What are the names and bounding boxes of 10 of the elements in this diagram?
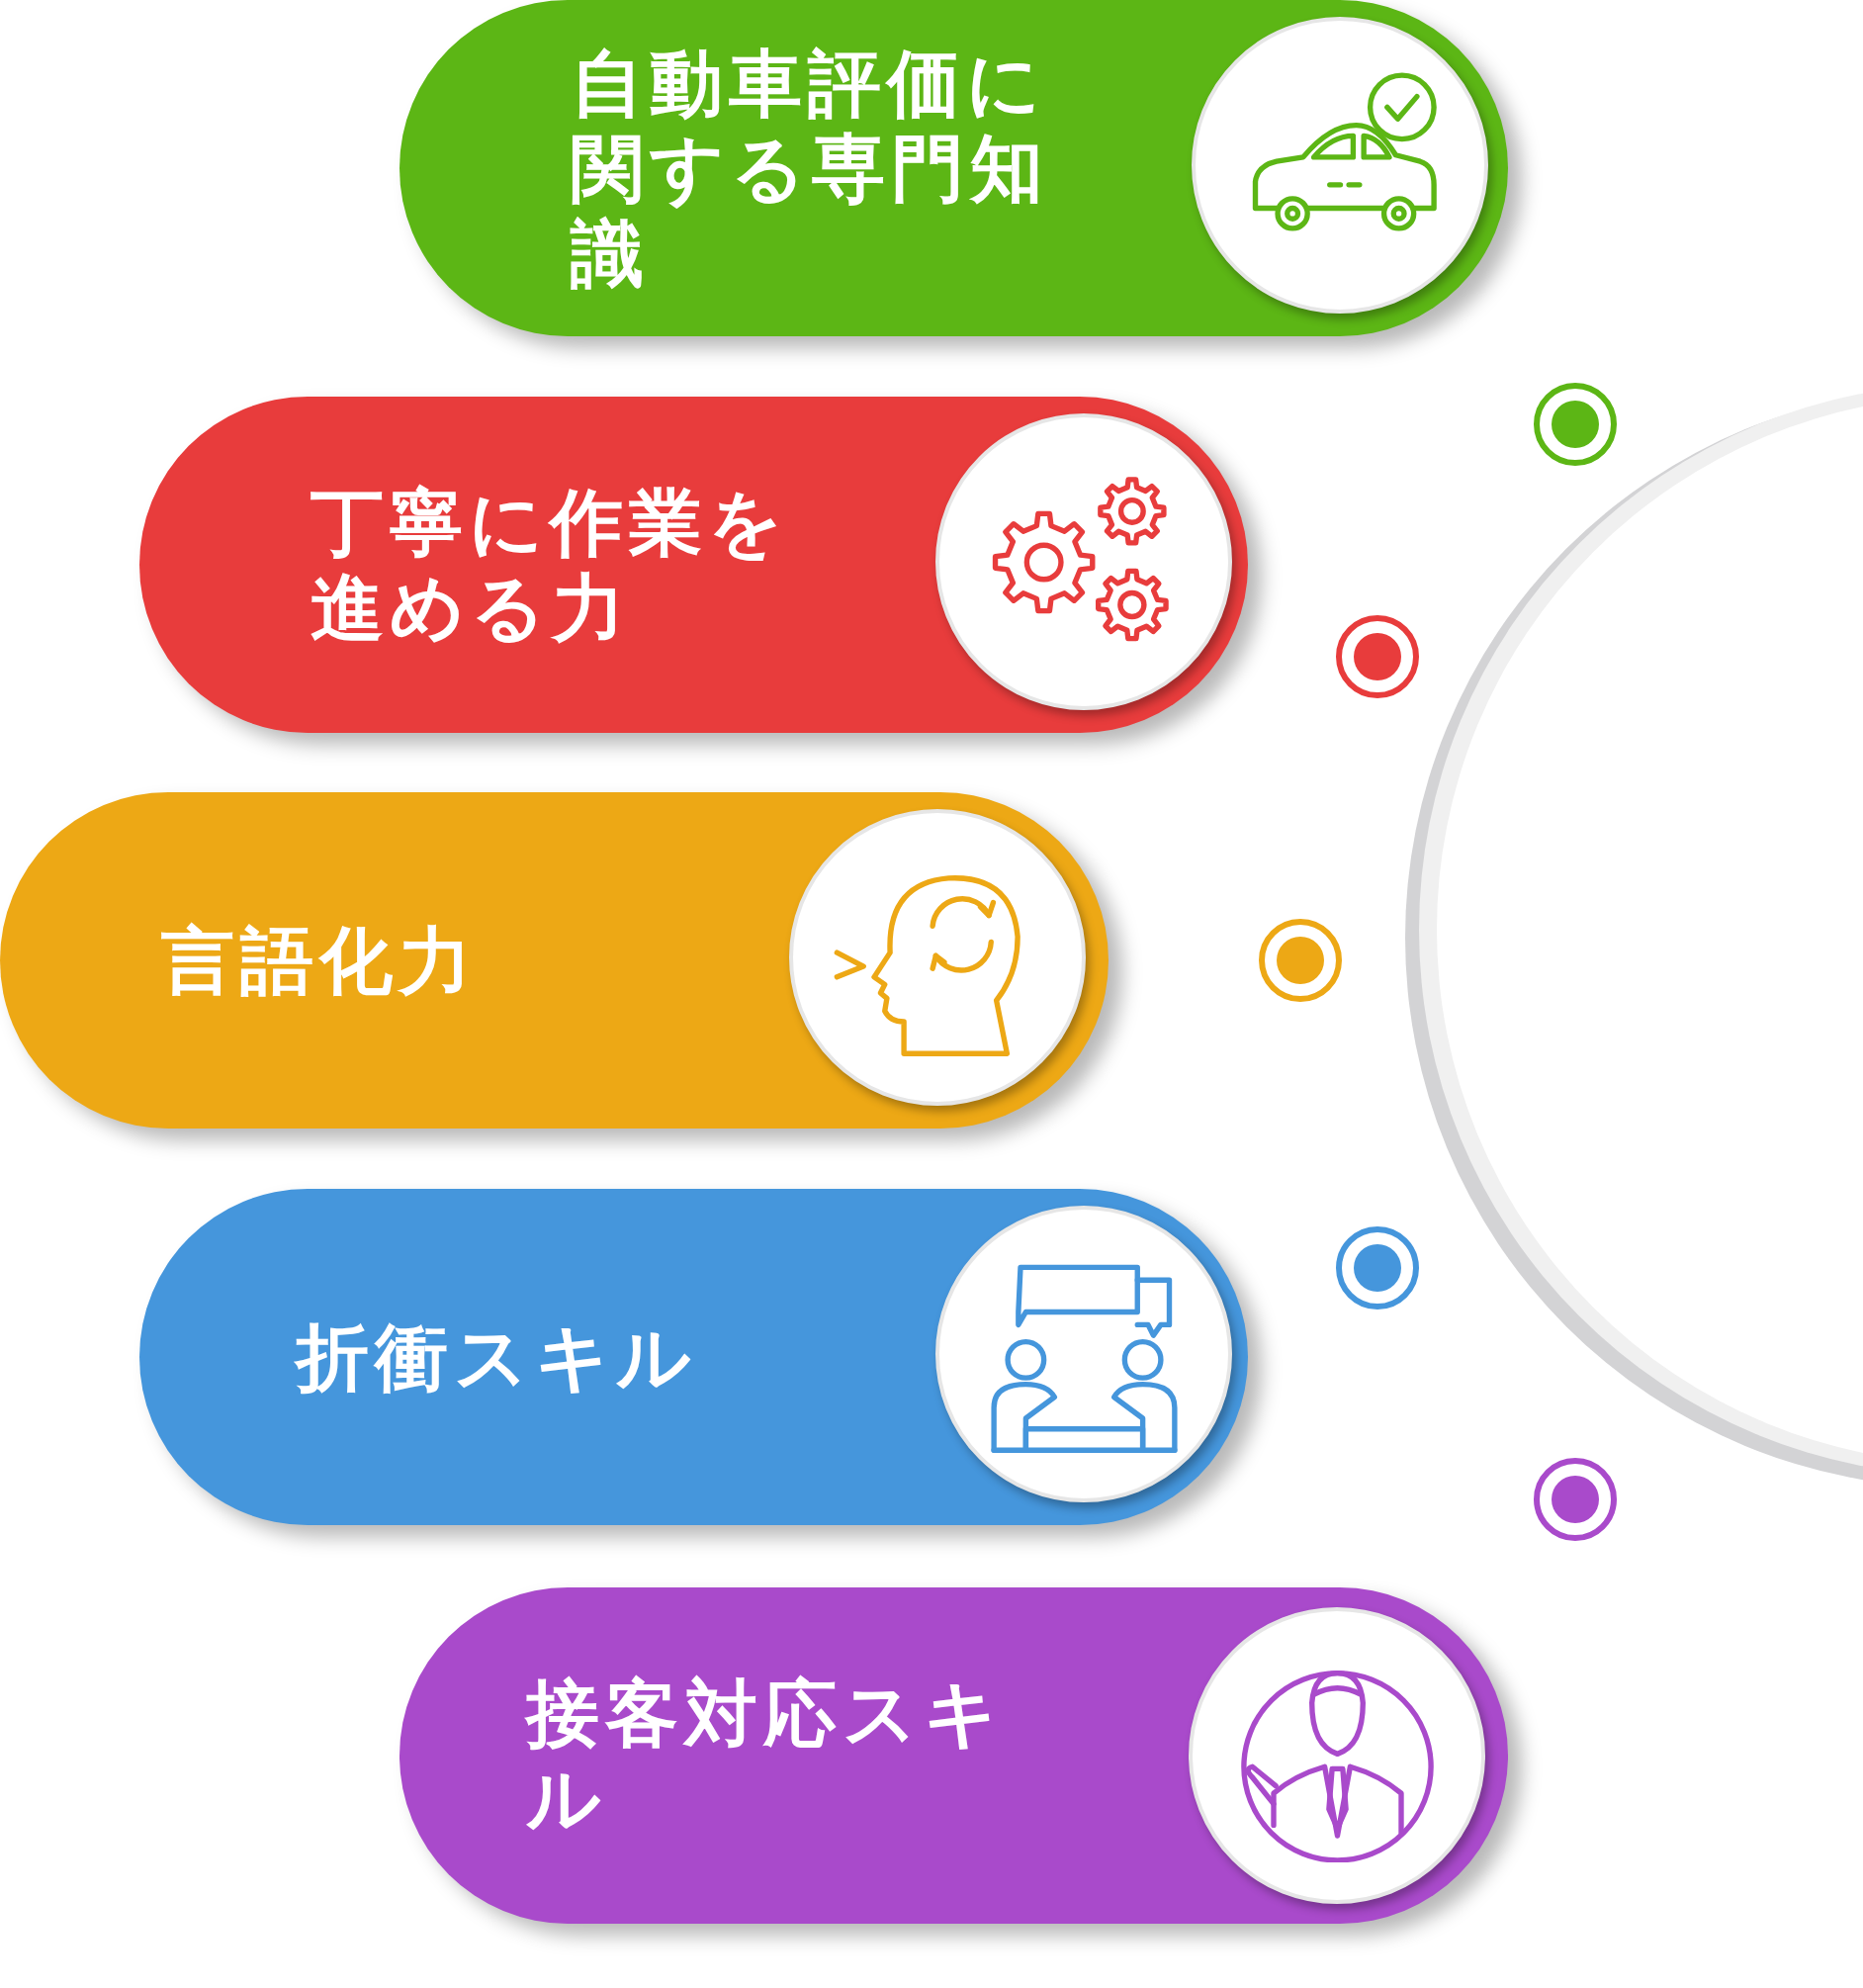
- skill-banner: [0, 792, 1109, 1129]
- skill-label: 丁寧に作業を進める力: [310, 480, 790, 650]
- skill-banner: [399, 0, 1508, 336]
- skill-label: 接客対応スキル: [526, 1671, 1006, 1841]
- skill-label: 折衝スキル: [296, 1314, 698, 1400]
- skill-label: 言語化力: [161, 918, 479, 1003]
- skill-banner: [139, 1189, 1248, 1525]
- skill-label: 自動車評価に関する専門知識: [571, 41, 1050, 296]
- skill-banner: [139, 397, 1248, 733]
- skill-banner: [399, 1587, 1508, 1924]
